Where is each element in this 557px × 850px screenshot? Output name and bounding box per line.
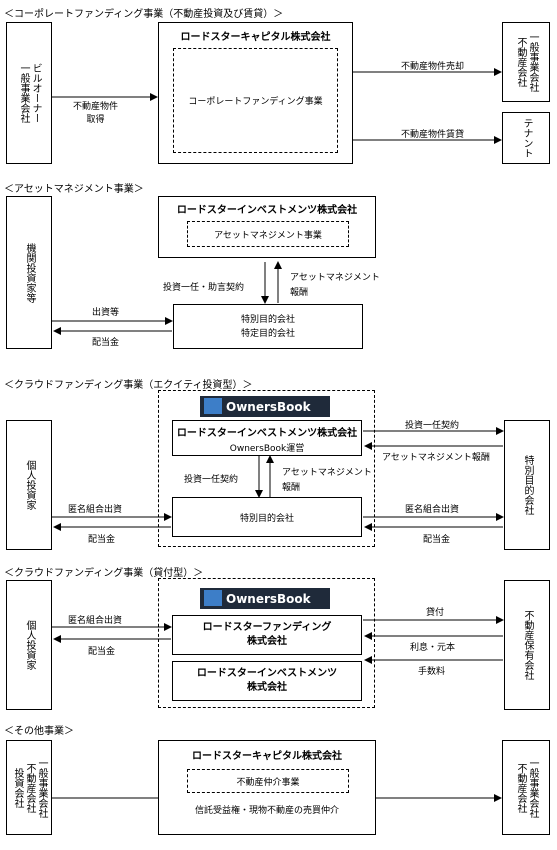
box-s5-right: 一般事業会社 不動産会社 (502, 740, 550, 835)
box-roadstar-capital: ロードスターキャピタル株式会社 コーポレートファンディング事業 (158, 22, 353, 164)
label-invest: 出資等 (92, 308, 120, 318)
label-s3-fee: アセットマネジメント 報酬 (282, 468, 372, 493)
box-tenant: テナント (502, 112, 550, 164)
box-s5-roadstar-capital: ロードスターキャピタル株式会社 不動産仲介事業 信託受益権・現物不動産の売買仲介 (158, 740, 376, 835)
section-header-corporate: ＜コーポレートファンディング事業（不動産投資及び賃貸）＞ (4, 9, 284, 20)
box-institutional-investor: 機関投資家等 (6, 196, 52, 349)
corporate-funding-label: コーポレートファンディング事業 (188, 97, 323, 107)
box-s3-right-spc-label: 特別目的会社 (522, 455, 533, 515)
box-s5-left-label: 一般事業会社 不動産会社 投資会社 (12, 757, 47, 818)
box-building-owner-label: ビルオーナー 一般事業会社 (18, 63, 41, 123)
building-icon (204, 398, 222, 414)
label-s4-anon: 匿名組合出資 (68, 616, 123, 626)
box-roadstar-investments-ob: ロードスターインベストメンツ株式会社 OwnersBook運営 (172, 420, 362, 456)
label-s4-interest: 利息・元本 (410, 643, 456, 653)
box-s4-roadstar-investments-label: ロードスターインベストメンツ 株式会社 (196, 668, 338, 693)
box-property-holding-company: 不動産保有会社 (504, 580, 550, 710)
company-name: ロードスターインベストメンツ株式会社 (176, 428, 358, 439)
box-general-company: 一般事業会社 不動産会社 (502, 22, 550, 102)
ownersbook-logo: OwnersBook (200, 396, 330, 417)
box-s5-left: 一般事業会社 不動産会社 投資会社 (6, 740, 52, 835)
label-s3-r-fee: アセットマネジメント報酬 (382, 453, 490, 463)
company-name: ロードスターキャピタル株式会社 (192, 751, 342, 762)
section-header-crowdfunding-equity: ＜クラウドファンディング事業（エクイティ投資型）＞ (4, 380, 253, 391)
box-individual-investor-label: 個人投資家 (24, 460, 35, 510)
company-name: ロードスターインベストメンツ株式会社 (176, 205, 358, 216)
building-icon (204, 590, 222, 606)
box-s3-right-spc: 特別目的会社 (504, 420, 550, 550)
label-s3-r-dividend: 配当金 (423, 535, 451, 545)
asset-management-label: アセットマネジメント事業 (214, 230, 322, 241)
ownersbook-logo: OwnersBook (200, 588, 330, 609)
box-general-company-label: 一般事業会社 不動産会社 (515, 32, 538, 92)
box-s4-roadstar-investments: ロードスターインベストメンツ 株式会社 (172, 661, 362, 701)
label-advisory-contract: 投資一任・助言契約 (163, 283, 245, 293)
box-spc-label: 特別目的会社 特定目的会社 (240, 314, 295, 339)
box-tenant-label: テナント (521, 118, 532, 158)
box-s4-individual-investor-label: 個人投資家 (24, 620, 35, 670)
label-s3-r-anon: 匿名組合出資 (405, 505, 460, 515)
box-individual-investor: 個人投資家 (6, 420, 52, 550)
label-s3-r-contract: 投資一任契約 (405, 421, 460, 431)
label-acquire: 不動産物件 取得 (73, 102, 119, 125)
box-property-holding-company-label: 不動産保有会社 (522, 610, 533, 680)
section-header-other: ＜その他事業＞ (4, 726, 74, 737)
label-sale: 不動産物件売却 (401, 62, 465, 72)
label-dividend: 配当金 (92, 338, 120, 348)
box-roadstar-funding-label: ロードスターファンディング 株式会社 (202, 622, 332, 647)
label-s3-contract: 投資一任契約 (184, 475, 239, 485)
box-building-owner: ビルオーナー 一般事業会社 (6, 22, 52, 164)
box-spc: 特別目的会社 特定目的会社 (173, 304, 363, 349)
company-name: ロードスターキャピタル株式会社 (180, 32, 331, 43)
box-corporate-funding: コーポレートファンディング事業 (173, 48, 338, 153)
brokerage-desc: 信託受益権・現物不動産の売買仲介 (159, 803, 375, 816)
section-header-crowdfunding-loan: ＜クラウドファンディング事業（貸付型）＞ (4, 568, 204, 579)
box-s3-spc: 特別目的会社 (172, 497, 362, 537)
label-s4-loan: 貸付 (426, 608, 445, 618)
ownersbook-ops-label: OwnersBook運営 (229, 444, 305, 454)
label-s4-dividend: 配当金 (88, 647, 116, 657)
ownersbook-logo-text: OwnersBook (226, 591, 311, 606)
section-header-asset-management: ＜アセットマネジメント事業＞ (4, 184, 144, 195)
label-s3-dividend: 配当金 (88, 535, 116, 545)
box-asset-management: アセットマネジメント事業 (187, 221, 349, 247)
group-ownersbook-loan (158, 578, 375, 708)
box-s3-spc-label: 特別目的会社 (239, 513, 294, 524)
box-brokerage: 不動産仲介事業 (187, 769, 349, 793)
box-roadstar-funding: ロードスターファンディング 株式会社 (172, 615, 362, 655)
label-s3-anon: 匿名組合出資 (68, 505, 123, 515)
label-lease: 不動産物件賃貸 (401, 130, 465, 140)
label-s4-fee: 手数料 (418, 667, 446, 677)
box-s5-right-label: 一般事業会社 不動産会社 (515, 757, 538, 818)
box-institutional-investor-label: 機関投資家等 (24, 242, 35, 303)
brokerage-label: 不動産仲介事業 (236, 777, 300, 788)
label-am-fee: アセットマネジメント 報酬 (290, 273, 380, 298)
box-s4-individual-investor: 個人投資家 (6, 580, 52, 710)
box-roadstar-investments: ロードスターインベストメンツ株式会社 アセットマネジメント事業 (158, 196, 376, 258)
ownersbook-logo-text: OwnersBook (226, 399, 311, 414)
group-ownersbook-equity (158, 390, 375, 547)
